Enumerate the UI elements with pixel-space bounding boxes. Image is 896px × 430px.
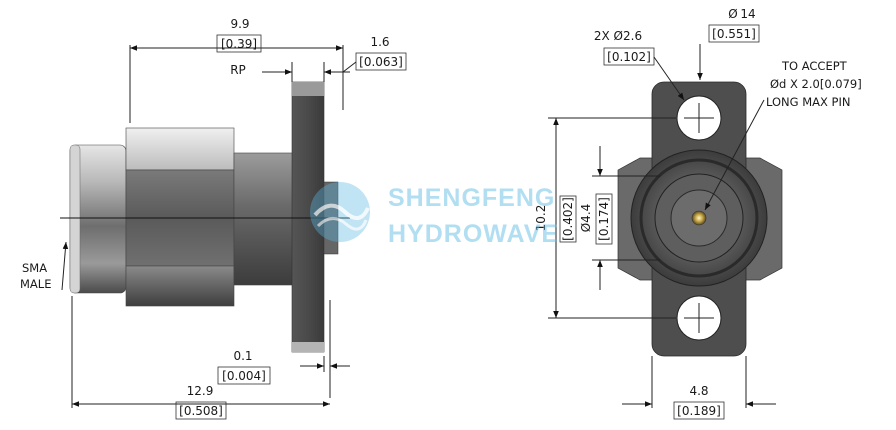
note-pin-line2: Ød X 2.0[0.079]	[770, 77, 862, 91]
dim-flange-width-inch: [0.551]	[712, 27, 756, 41]
dim-offset-mm: 0.1	[233, 349, 252, 363]
dim-holes-inch: [0.102]	[607, 50, 651, 64]
dim-spacing-inch: [0.402]	[561, 197, 575, 241]
barrel-end-ring	[69, 144, 81, 294]
flange-bottom-cap	[292, 342, 324, 352]
dim-width-mm: 9.9	[230, 17, 249, 31]
watermark-line2: HYDROWAVE	[388, 220, 559, 248]
dim-flange-width-mm-value: 14	[740, 7, 755, 21]
side-dimensions: 9.9 [0.39] 1.6 [0.063] RP SMA MALE 0.1 […	[20, 17, 407, 420]
hex-nut-bottom-face	[125, 265, 235, 307]
dim-flange-height-inch: [0.189]	[677, 404, 721, 418]
dim-body-inch: [0.174]	[597, 197, 611, 241]
label-sma: SMA	[22, 261, 47, 275]
label-rp: RP	[230, 63, 246, 77]
dim-holes-mm: 2X Ø2.6	[594, 29, 642, 43]
dim-flange-inch: [0.063]	[359, 55, 403, 69]
label-male: MALE	[20, 277, 51, 291]
dim-flange-width-mm: Ø	[728, 7, 737, 21]
note-pin-line3: LONG MAX PIN	[766, 95, 850, 109]
connector-face-ring	[639, 158, 759, 278]
hex-nut-top-face	[125, 127, 235, 171]
dim-flange-height-mm: 4.8	[689, 384, 708, 398]
flange-top-cap	[292, 82, 324, 96]
note-pin-line1: TO ACCEPT	[781, 59, 848, 73]
dim-width-inch: [0.39]	[221, 37, 257, 51]
watermark-line1: SHENGFENG	[388, 184, 555, 212]
dim-offset-inch: [0.004]	[222, 369, 266, 383]
dim-body-mm: Ø4.4	[579, 204, 593, 233]
dim-flange-mm: 1.6	[370, 35, 389, 49]
side-view	[60, 81, 350, 353]
dim-length-mm: 12.9	[187, 384, 214, 398]
center-pin	[691, 210, 707, 226]
watermark-logo-icon	[310, 182, 370, 242]
front-view	[617, 81, 783, 357]
dim-length-inch: [0.508]	[179, 404, 223, 418]
front-dimensions: Ø 14 [0.551] 2X Ø2.6 [0.102] TO ACCEPT Ø…	[534, 7, 862, 420]
dim-spacing-mm: 10.2	[534, 205, 548, 232]
watermark: SHENGFENG HYDROWAVE	[310, 182, 559, 248]
connector-body	[233, 152, 295, 286]
